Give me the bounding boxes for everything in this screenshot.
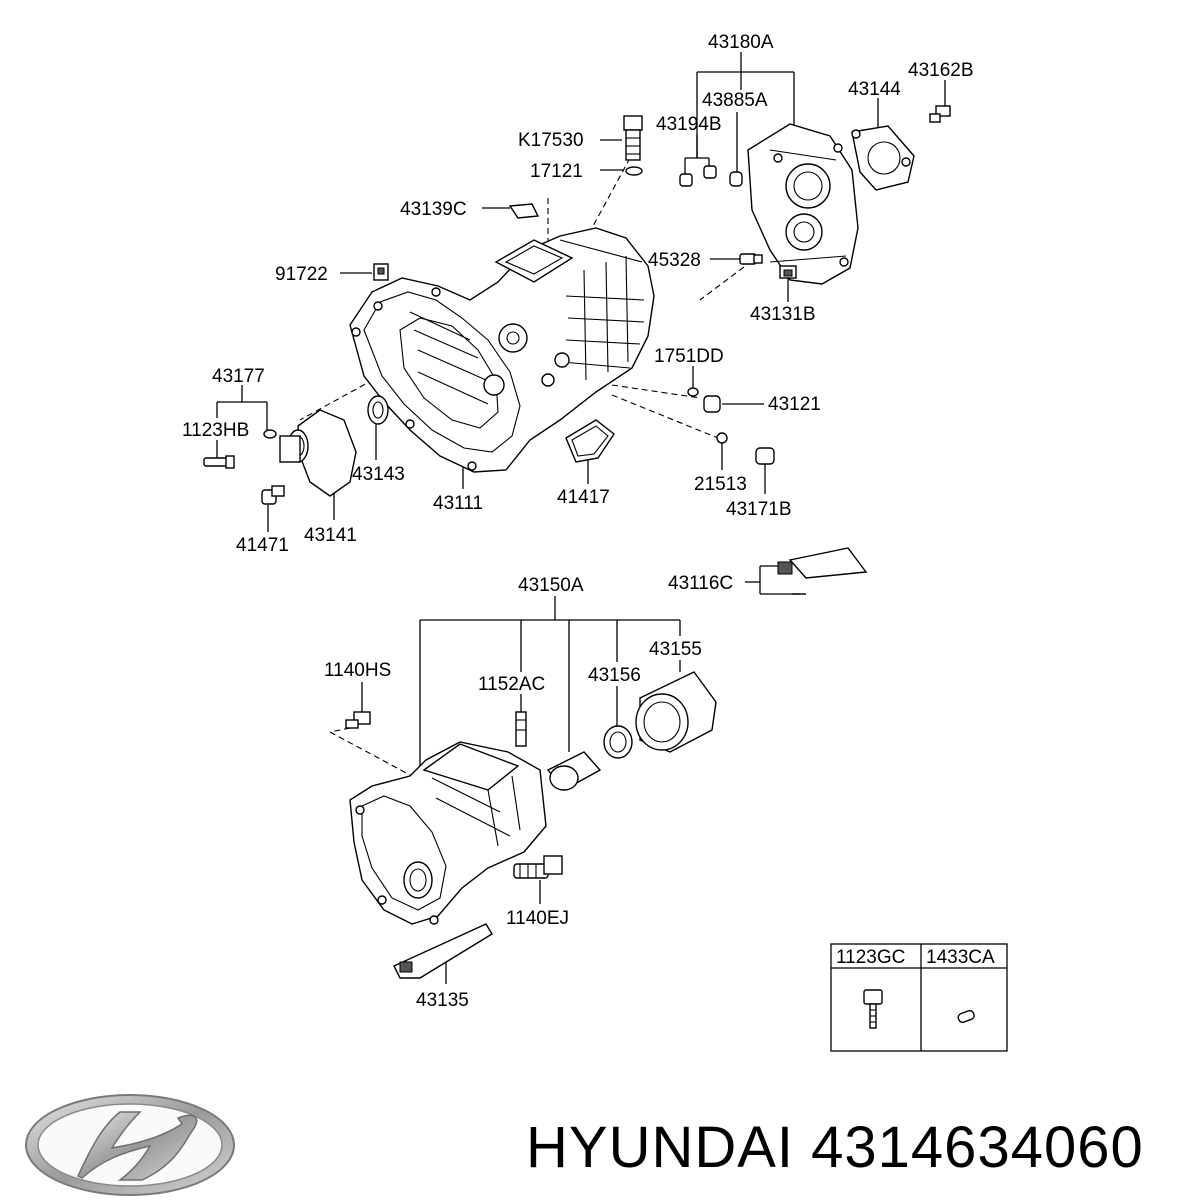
part-label-1123HB: 1123HB xyxy=(182,420,249,441)
part-label-1152AC: 1152AC xyxy=(478,674,545,695)
part-label-43162B: 43162B xyxy=(908,60,974,81)
part-labels: 43180A 43162B 43144 43885A K17530 43194B… xyxy=(182,32,974,1011)
legend-table: 1123GC 1433CA xyxy=(830,943,1008,1052)
part-label-43116C: 43116C xyxy=(668,573,733,594)
pin-icon xyxy=(957,1009,975,1024)
part-label-1751DD: 1751DD xyxy=(654,346,724,367)
brand-name: HYUNDAI xyxy=(526,1115,795,1180)
part-label-43121: 43121 xyxy=(768,394,821,415)
part-label-43171B: 43171B xyxy=(726,499,792,520)
legend-header-1123GC: 1123GC xyxy=(836,947,905,968)
part-label-43141: 43141 xyxy=(304,525,357,546)
brand-part-number: HYUNDAI 4314634060 xyxy=(526,1108,1196,1188)
part-label-41471: 41471 xyxy=(236,535,289,556)
small-parts-upper xyxy=(203,105,951,505)
leader-lines xyxy=(216,52,946,984)
part-label-43156: 43156 xyxy=(588,665,641,686)
gasket-43144-drawing xyxy=(851,125,915,191)
part-label-43177: 43177 xyxy=(212,366,265,387)
part-label-1140HS: 1140HS xyxy=(324,660,391,681)
part-label-43180A: 43180A xyxy=(708,32,774,53)
transmission-case-drawing xyxy=(349,227,655,473)
part-label-17121: 17121 xyxy=(530,161,583,182)
part-label-21513: 21513 xyxy=(694,474,747,495)
rear-cover-plate-drawing xyxy=(747,123,859,285)
part-label-43143: 43143 xyxy=(352,464,405,485)
part-label-43111: 43111 xyxy=(433,493,483,514)
part-label-43131B: 43131B xyxy=(750,304,816,325)
bolt-icon xyxy=(863,989,883,1029)
part-label-45328: 45328 xyxy=(648,250,701,271)
part-label-91722: 91722 xyxy=(275,264,328,285)
part-label-43155: 43155 xyxy=(649,639,702,660)
part-number: 4314634060 xyxy=(811,1115,1144,1180)
small-parts-lower xyxy=(345,547,868,979)
part-label-43139C: 43139C xyxy=(400,199,467,220)
part-label-43144: 43144 xyxy=(848,79,901,100)
extension-housing-drawing xyxy=(349,741,547,925)
part-label-43194B: 43194B xyxy=(656,114,722,135)
part-label-K17530: K17530 xyxy=(518,130,584,151)
part-label-43150A: 43150A xyxy=(518,575,584,596)
part-label-1140EJ: 1140EJ xyxy=(506,908,569,929)
part-label-43885A: 43885A xyxy=(702,90,768,111)
hyundai-logo-icon xyxy=(25,1094,235,1196)
legend-header-1433CA: 1433CA xyxy=(926,947,995,968)
part-label-41417: 41417 xyxy=(557,487,610,508)
part-label-43135: 43135 xyxy=(416,990,469,1011)
